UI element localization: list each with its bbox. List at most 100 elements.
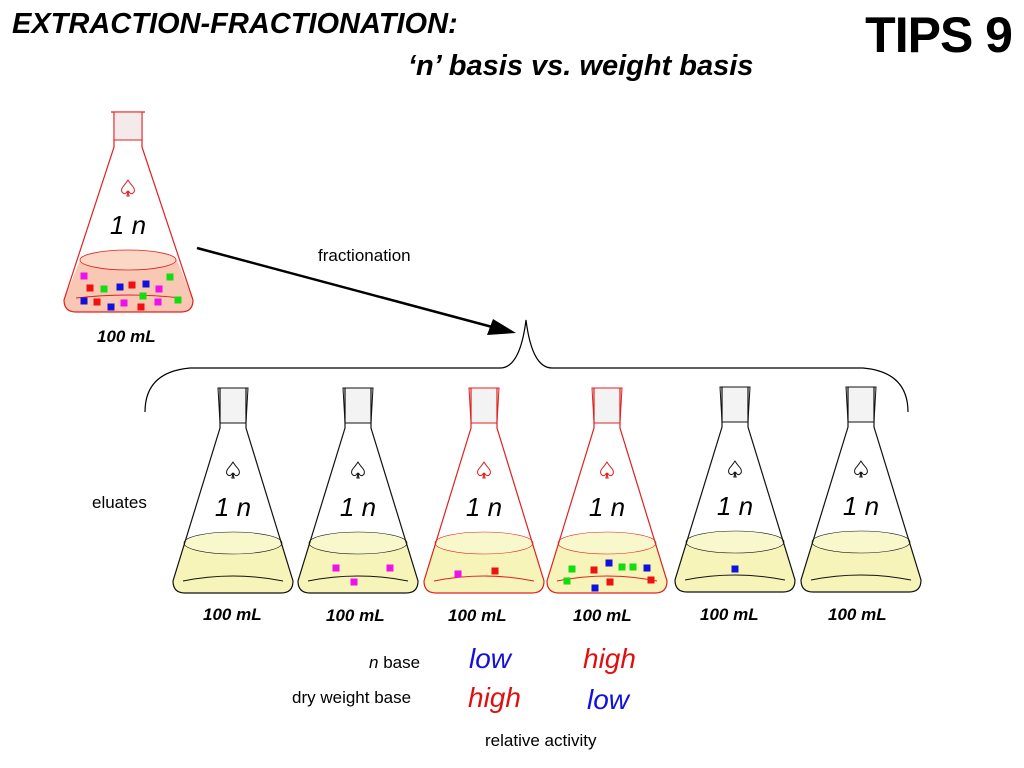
eluate-3-weight-basis-value: high	[468, 682, 521, 713]
particle-magenta	[154, 298, 162, 306]
particle-magenta	[332, 564, 340, 572]
particle-red	[128, 281, 136, 289]
eluate-liquid	[173, 543, 293, 593]
particle-green	[629, 563, 637, 571]
eluate-bottom-wave	[684, 574, 786, 581]
eluate-flask-label: 1 n	[717, 491, 753, 521]
spade-icon: ♠	[474, 459, 494, 484]
eluate-stopper	[719, 386, 751, 423]
spade-icon: ♠	[725, 458, 745, 483]
source-flask-liquid-surface	[79, 249, 177, 271]
arrow-shaft	[196, 246, 497, 330]
fractionation-label: fractionation	[318, 246, 411, 265]
source-flask-volume: 100 mL	[97, 327, 156, 346]
eluates-brace	[144, 319, 909, 413]
particle-green	[174, 296, 182, 304]
eluate-volume-2: 100 mL	[326, 606, 385, 625]
particle-blue	[643, 564, 651, 572]
particle-magenta	[454, 570, 462, 578]
eluate-3-n-basis-value: low	[469, 643, 512, 674]
particle-green	[568, 565, 576, 573]
spade-icon: ♠	[223, 459, 243, 484]
eluate-liquid-surface	[557, 531, 657, 555]
eluate-flask-4: ♠ 1 n	[546, 387, 668, 594]
tips-badge: TIPS 9	[865, 7, 1013, 63]
particle-green	[100, 285, 108, 293]
eluate-liquid	[547, 543, 667, 593]
eluate-4-weight-basis-value: low	[587, 684, 630, 715]
eluate-stopper	[845, 386, 877, 423]
particle-magenta	[386, 564, 394, 572]
particle-green	[166, 273, 174, 281]
relative-activity-label: relative activity	[485, 731, 597, 750]
spade-icon: ♠	[851, 458, 871, 483]
eluate-bottom-wave	[307, 575, 409, 582]
particle-green	[139, 292, 147, 300]
eluate-flask-outline	[172, 388, 294, 594]
particle-red	[606, 578, 614, 586]
particle-magenta	[120, 299, 128, 307]
eluate-stopper	[342, 387, 374, 424]
eluate-flasks: ♠ 1 n ♠ 1 n ♠ 1 n ♠ 1 n ♠ 1 n ♠ 1 n	[172, 386, 922, 594]
eluate-flask-outline	[800, 387, 922, 593]
particle-magenta	[350, 578, 358, 586]
source-flask: ♠ 1 n	[63, 111, 194, 313]
eluate-liquid-surface	[183, 531, 283, 555]
particle-red	[491, 567, 499, 575]
eluate-liquid-surface	[811, 530, 911, 554]
eluate-flask-label: 1 n	[466, 492, 502, 522]
eluate-volume-1: 100 mL	[203, 605, 262, 624]
eluate-volume-3: 100 mL	[448, 606, 507, 625]
eluate-bottom-wave	[182, 575, 284, 582]
eluate-stopper	[591, 387, 623, 424]
eluate-flask-5: ♠ 1 n	[674, 386, 796, 593]
eluate-flask-6: ♠ 1 n	[800, 386, 922, 593]
eluate-flask-label: 1 n	[589, 492, 625, 522]
eluate-liquid	[801, 542, 921, 592]
eluate-flask-outline	[674, 387, 796, 593]
n-base-italic: n	[369, 653, 379, 672]
particle-red	[86, 284, 94, 292]
particle-blue	[107, 303, 115, 311]
eluate-flask-outline	[297, 388, 419, 594]
eluate-4-n-basis-value: high	[583, 643, 636, 674]
eluate-liquid-surface	[308, 531, 408, 555]
particle-blue	[731, 565, 739, 573]
eluate-flask-outline	[546, 388, 668, 594]
eluate-bottom-wave	[810, 574, 912, 581]
particle-green	[563, 577, 571, 585]
eluate-liquid-surface	[434, 531, 534, 555]
eluate-liquid	[424, 543, 544, 593]
eluate-flask-label: 1 n	[843, 491, 879, 521]
eluate-liquid	[298, 543, 418, 593]
source-flask-stopper	[113, 111, 143, 141]
spade-icon: ♠	[348, 459, 368, 484]
source-flask-particles	[80, 272, 182, 311]
n-base-text: base	[378, 653, 421, 672]
eluate-flask-1: ♠ 1 n	[172, 387, 294, 594]
source-flask-label: 1 n	[110, 210, 146, 240]
title-line-2: ‘n’ basis vs. weight basis	[408, 50, 754, 82]
eluate-stopper	[468, 387, 500, 424]
spade-icon: ♠	[597, 459, 617, 484]
eluate-flask-label: 1 n	[215, 492, 251, 522]
eluate-bottom-wave	[433, 575, 535, 582]
particle-blue	[605, 559, 613, 567]
particle-blue	[116, 283, 124, 291]
eluate-volume-5: 100 mL	[700, 605, 759, 624]
eluate-volume-6: 100 mL	[828, 605, 887, 624]
particle-magenta	[155, 285, 163, 293]
eluate-flask-outline	[423, 388, 545, 594]
eluates-label: eluates	[92, 493, 147, 512]
eluate-flask-3: ♠ 1 n	[423, 387, 545, 594]
eluate-flask-label: 1 n	[340, 492, 376, 522]
particle-red	[93, 298, 101, 306]
particle-blue	[80, 297, 88, 305]
particle-red	[590, 566, 598, 574]
particle-magenta	[80, 272, 88, 280]
eluate-volume-4: 100 mL	[573, 606, 632, 625]
n-base-label: n base	[369, 653, 420, 673]
spade-icon: ♠	[118, 177, 138, 202]
eluate-stopper	[217, 387, 249, 424]
